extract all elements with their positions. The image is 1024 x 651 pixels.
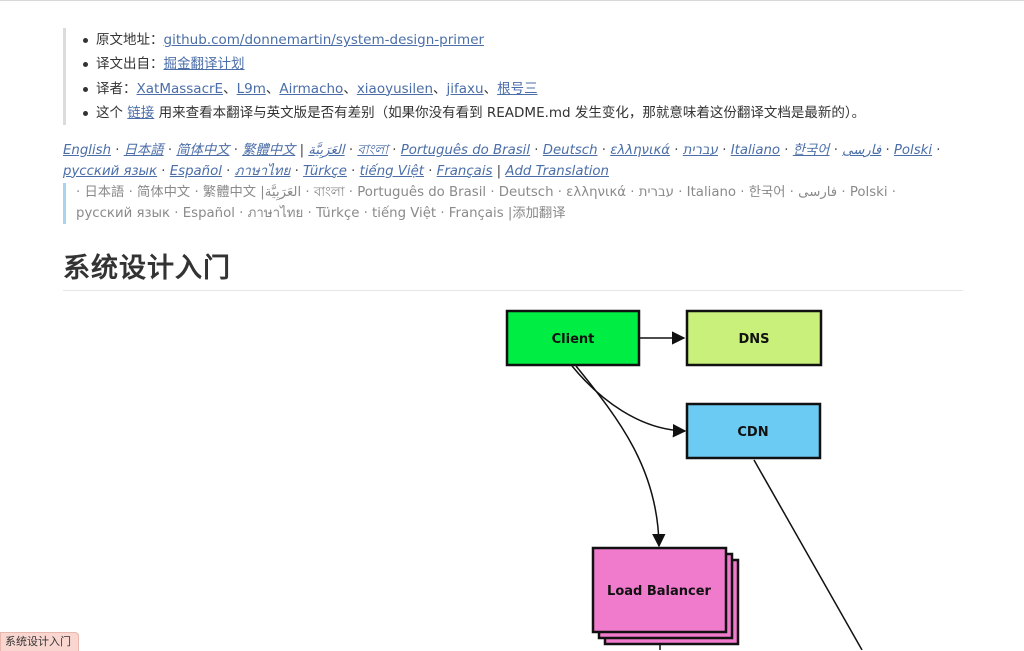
lang-link-turkish[interactable]: Türkçe bbox=[303, 163, 347, 179]
client-cdn-arrow bbox=[571, 365, 687, 438]
lang-link-english[interactable]: English bbox=[63, 143, 112, 158]
lang-link-traditional-chinese[interactable]: 繁體中文 bbox=[242, 143, 296, 158]
dns-label: DNS bbox=[738, 332, 769, 347]
client-box bbox=[505, 309, 641, 367]
lang-link-korean[interactable]: 한국어 bbox=[792, 143, 830, 158]
translation-info-blockquote: 原文地址：github.com/donnemartin/system-desig… bbox=[63, 28, 956, 126]
lang-link-greek[interactable]: ελληνικά bbox=[610, 143, 671, 158]
cdn-down-line bbox=[753, 459, 863, 650]
translation-info-list: 原文地址：github.com/donnemartin/system-desig… bbox=[83, 28, 956, 125]
title-divider bbox=[63, 290, 963, 291]
cdn-node: CDN bbox=[685, 402, 822, 460]
lang-link-bengali[interactable]: বাংলা bbox=[357, 143, 389, 158]
cdn-box bbox=[685, 402, 822, 460]
lang-link-simplified-chinese[interactable]: 简体中文 bbox=[176, 143, 230, 158]
client-node: Client bbox=[505, 309, 641, 367]
dns-node: DNS bbox=[685, 309, 823, 367]
add-translation-link[interactable]: Add Translation bbox=[505, 163, 609, 179]
lang-link-vietnamese[interactable]: tiếng Việt bbox=[359, 163, 424, 179]
list-item-source: 原文地址：github.com/donnemartin/system-desig… bbox=[83, 28, 956, 52]
lang-link-polish[interactable]: Polski bbox=[893, 143, 933, 158]
language-links: English · 日本語 · 简体中文 · 繁體中文 | العَرَبِيَ… bbox=[63, 143, 941, 179]
list-item-origin: 译文出自：掘金翻译计划 bbox=[83, 52, 956, 76]
load-balancer-label: Load Balancer bbox=[607, 584, 712, 599]
lang-link-italian[interactable]: Italiano bbox=[730, 143, 781, 158]
top-divider bbox=[0, 0, 1024, 1]
page-title: 系统设计入门 bbox=[63, 253, 231, 284]
translator-link[interactable]: XatMassacrE bbox=[136, 80, 224, 97]
status-tab[interactable]: 系统设计入门 bbox=[0, 632, 79, 651]
translator-link[interactable]: 根号三 bbox=[497, 80, 538, 97]
lang-link-french[interactable]: Français bbox=[436, 163, 493, 179]
lang-link-arabic[interactable]: العَرَبِيَّة‎ bbox=[308, 143, 345, 158]
list-item-diff: 这个 链接 用来查看本翻译与英文版是否有差别（如果你没有看到 README.md… bbox=[83, 101, 956, 125]
list-item-translators: 译者：XatMassacrE、L9m、Airmacho、xiaoyusilen、… bbox=[83, 77, 956, 101]
client-loadbalancer-arrow bbox=[575, 365, 666, 548]
cdn-label: CDN bbox=[737, 425, 768, 440]
translator-link[interactable]: Airmacho bbox=[279, 80, 344, 97]
dns-box bbox=[685, 309, 823, 367]
diff-link[interactable]: 链接 bbox=[127, 104, 155, 121]
lang-link-portuguese[interactable]: Português do Brasil bbox=[400, 143, 531, 158]
lang-link-german[interactable]: Deutsch bbox=[542, 143, 598, 158]
lang-link-spanish[interactable]: Español bbox=[169, 163, 222, 179]
translator-link[interactable]: L9m bbox=[236, 80, 266, 97]
load-balancer-node: Load Balancer bbox=[591, 546, 740, 646]
lang-link-thai[interactable]: ภาษาไทย bbox=[234, 163, 291, 179]
translator-link[interactable]: xiaoyusilen bbox=[356, 80, 434, 97]
lang-link-hebrew[interactable]: עברית bbox=[682, 143, 718, 158]
juejin-link[interactable]: 掘金翻译计划 bbox=[163, 56, 245, 73]
lang-link-persian[interactable]: فارسی bbox=[842, 143, 882, 158]
source-link[interactable]: github.com/donnemartin/system-design-pri… bbox=[163, 32, 485, 48]
translation-notice: · 日本語 · 简体中文 · 繁體中文 |العَرَبِيَّة‎ · বাং… bbox=[63, 183, 946, 224]
translator-link[interactable]: jifaxu bbox=[446, 80, 484, 97]
lang-link-japanese[interactable]: 日本語 bbox=[123, 143, 164, 158]
lang-link-russian[interactable]: русский язык bbox=[63, 163, 158, 179]
client-label: Client bbox=[552, 332, 595, 347]
load-balancer-box bbox=[591, 546, 728, 634]
